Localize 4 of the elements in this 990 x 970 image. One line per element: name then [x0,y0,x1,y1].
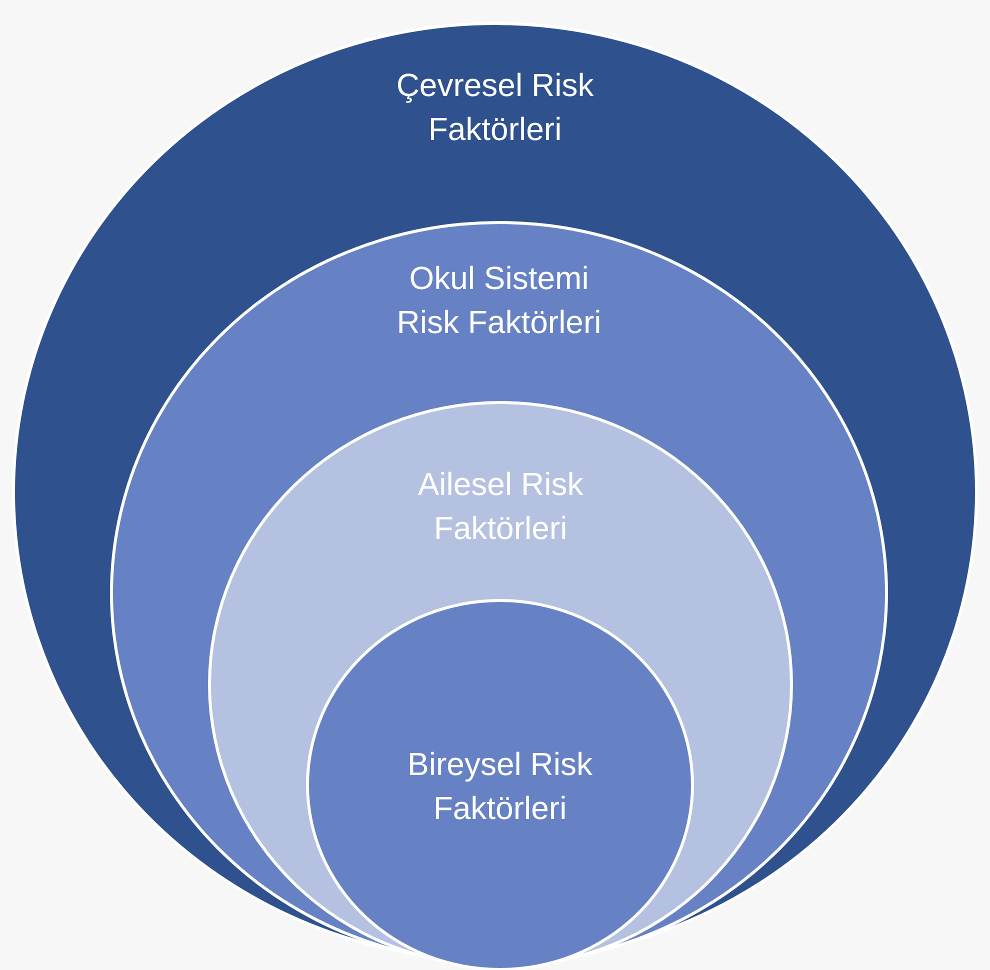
circle-label: Ailesel Risk Faktörleri [416,465,584,548]
circle-label: Okul Sistemi Risk Faktörleri [396,259,602,342]
circle-label: Bireysel Risk Faktörleri [406,745,594,828]
circle-label: Çevresel Risk Faktörleri [395,66,595,149]
